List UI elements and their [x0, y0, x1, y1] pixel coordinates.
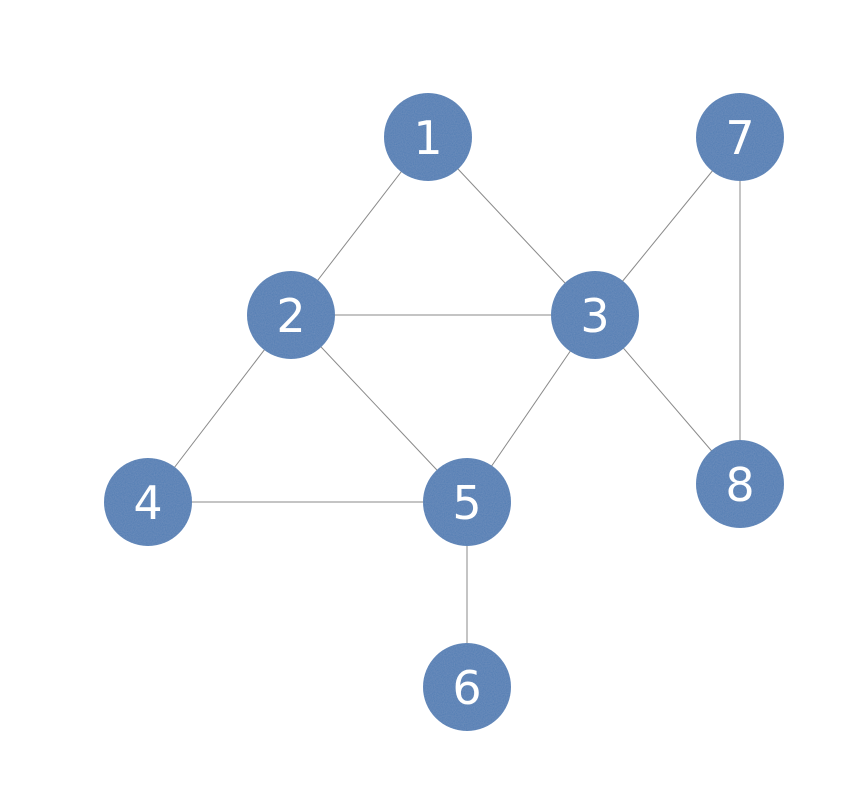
- node-label-7: 7: [725, 111, 754, 165]
- node-3: 3: [551, 271, 639, 359]
- node-label-3: 3: [580, 289, 609, 343]
- node-circle-3: [551, 271, 639, 359]
- node-8: 8: [696, 440, 784, 528]
- node-label-8: 8: [725, 458, 754, 512]
- node-circle-8: [696, 440, 784, 528]
- node-label-4: 4: [133, 476, 162, 530]
- node-circle-1: [384, 93, 472, 181]
- node-label-6: 6: [452, 661, 481, 715]
- node-2: 2: [247, 271, 335, 359]
- node-5: 5: [423, 458, 511, 546]
- node-circle-4: [104, 458, 192, 546]
- node-4: 4: [104, 458, 192, 546]
- node-circle-7: [696, 93, 784, 181]
- node-circle-5: [423, 458, 511, 546]
- node-circle-6: [423, 643, 511, 731]
- node-7: 7: [696, 93, 784, 181]
- node-circle-2: [247, 271, 335, 359]
- node-label-1: 1: [413, 111, 442, 165]
- node-label-2: 2: [276, 289, 305, 343]
- node-label-5: 5: [452, 476, 481, 530]
- nodes-layer: 1 2 3 4 5 6 7 8: [104, 93, 784, 731]
- node-1: 1: [384, 93, 472, 181]
- edges-layer: [147, 136, 741, 687]
- node-6: 6: [423, 643, 511, 731]
